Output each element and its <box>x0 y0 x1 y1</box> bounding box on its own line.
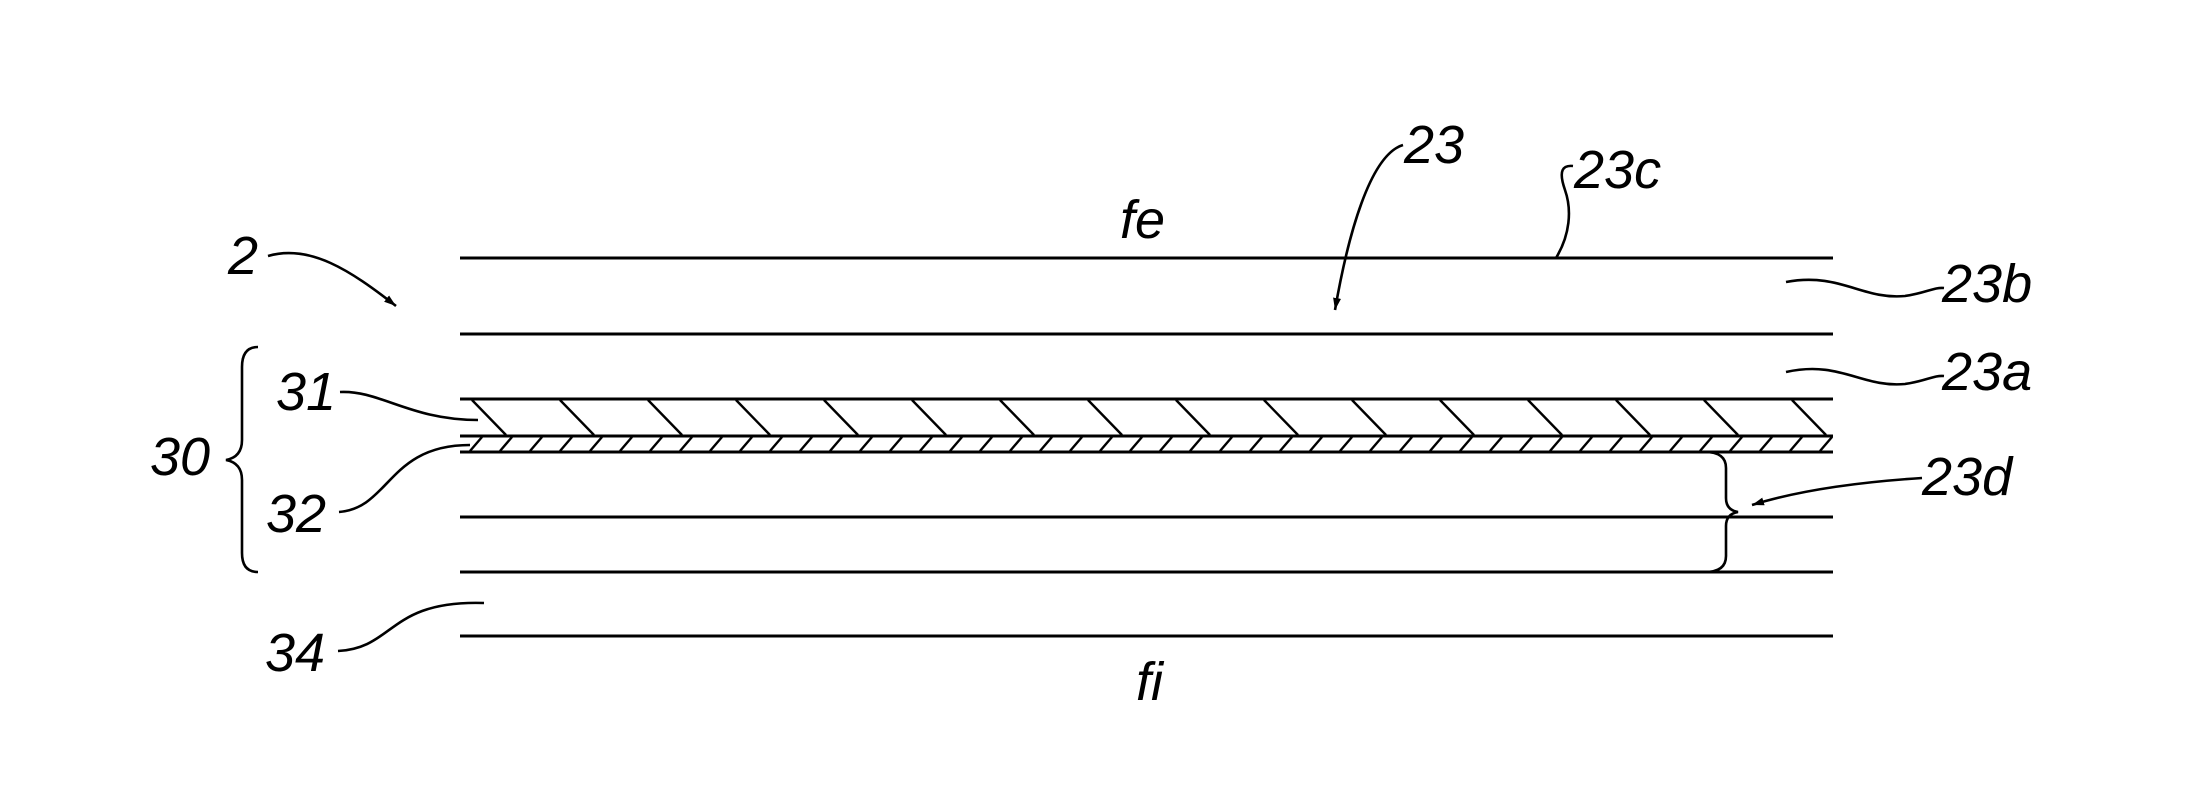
hatch-line-32-31 <box>1400 437 1412 451</box>
leader-23a <box>1786 369 1944 384</box>
hatch-line-31-13 <box>1616 400 1650 435</box>
label-30: 30 <box>150 427 210 487</box>
hatch-line-32-10 <box>770 437 782 451</box>
leader-31 <box>340 392 478 420</box>
label-23b: 23b <box>1941 254 2032 314</box>
hatch-line-32-43 <box>1760 437 1772 451</box>
hatch-line-31-6 <box>1000 400 1034 435</box>
hatch-line-31-15 <box>1792 400 1826 435</box>
leader-32 <box>339 445 470 512</box>
hatch-line-31-2 <box>648 400 682 435</box>
hatch-line-32-0 <box>470 437 482 451</box>
hatch-line-32-17 <box>980 437 992 451</box>
brace-30 <box>226 347 258 572</box>
hatch-line-32-6 <box>650 437 662 451</box>
hatch-line-32-36 <box>1550 437 1562 451</box>
brace-23d <box>1705 452 1738 572</box>
hatch-line-32-33 <box>1460 437 1472 451</box>
hatch-line-32-22 <box>1130 437 1142 451</box>
hatch-line-32-12 <box>830 437 842 451</box>
leader-23d-arrow <box>1752 478 1922 505</box>
label-fi: fi <box>1136 652 1165 712</box>
hatch-line-32-18 <box>1010 437 1022 451</box>
hatch-line-32-5 <box>620 437 632 451</box>
hatch-line-31-12 <box>1528 400 1562 435</box>
hatch-line-31-4 <box>824 400 858 435</box>
hatch-line-32-32 <box>1430 437 1442 451</box>
hatch-line-31-5 <box>912 400 946 435</box>
hatch-line-31-14 <box>1704 400 1738 435</box>
label-31: 31 <box>276 362 336 422</box>
hatch-line-31-3 <box>736 400 770 435</box>
hatch-line-32-16 <box>950 437 962 451</box>
label-32: 32 <box>266 484 326 544</box>
label-23d: 23d <box>1921 447 2014 507</box>
hatch-line-32-42 <box>1730 437 1742 451</box>
hatch-line-32-24 <box>1190 437 1202 451</box>
leader-23c <box>1556 166 1573 258</box>
hatch-line-31-9 <box>1264 400 1298 435</box>
hatch-line-32-34 <box>1490 437 1502 451</box>
hatch-line-32-15 <box>920 437 932 451</box>
hatch-line-32-44 <box>1790 437 1802 451</box>
hatch-line-32-29 <box>1340 437 1352 451</box>
hatch-line-32-3 <box>560 437 572 451</box>
hatch-line-32-2 <box>530 437 542 451</box>
hatch-line-32-38 <box>1610 437 1622 451</box>
label-2: 2 <box>227 226 258 286</box>
label-fe: fe <box>1120 190 1165 250</box>
hatch-line-32-1 <box>500 437 512 451</box>
label-23c: 23c <box>1573 140 1661 200</box>
layer-32-hatching <box>470 437 1832 451</box>
hatch-line-32-7 <box>680 437 692 451</box>
hatch-line-32-28 <box>1310 437 1322 451</box>
label-23a: 23a <box>1941 342 2032 402</box>
hatch-line-31-7 <box>1088 400 1122 435</box>
hatch-line-32-37 <box>1580 437 1592 451</box>
leader-2-arrow <box>268 253 396 306</box>
leader-34 <box>338 603 484 651</box>
leader-23b <box>1786 280 1944 297</box>
label-23: 23 <box>1403 115 1464 175</box>
hatch-line-31-8 <box>1176 400 1210 435</box>
hatch-line-32-26 <box>1250 437 1262 451</box>
hatch-line-32-19 <box>1040 437 1052 451</box>
hatch-line-32-41 <box>1700 437 1712 451</box>
hatch-line-32-23 <box>1160 437 1172 451</box>
hatch-line-31-0 <box>472 400 506 435</box>
hatch-line-32-35 <box>1520 437 1532 451</box>
hatch-line-32-9 <box>740 437 752 451</box>
hatch-line-32-21 <box>1100 437 1112 451</box>
hatch-line-32-25 <box>1220 437 1232 451</box>
hatch-line-32-45 <box>1820 437 1832 451</box>
hatch-line-32-40 <box>1670 437 1682 451</box>
hatch-line-32-20 <box>1070 437 1082 451</box>
hatch-line-32-8 <box>710 437 722 451</box>
hatch-line-31-10 <box>1352 400 1386 435</box>
hatch-line-32-30 <box>1370 437 1382 451</box>
leader-23-arrow <box>1335 145 1403 310</box>
hatch-line-31-1 <box>560 400 594 435</box>
hatch-line-32-39 <box>1640 437 1652 451</box>
layer-31-hatching <box>472 400 1826 435</box>
label-34: 34 <box>265 623 325 683</box>
hatch-line-32-14 <box>890 437 902 451</box>
hatch-line-32-11 <box>800 437 812 451</box>
hatch-line-32-27 <box>1280 437 1292 451</box>
hatch-line-32-13 <box>860 437 872 451</box>
hatch-line-31-11 <box>1440 400 1474 435</box>
hatch-line-32-4 <box>590 437 602 451</box>
